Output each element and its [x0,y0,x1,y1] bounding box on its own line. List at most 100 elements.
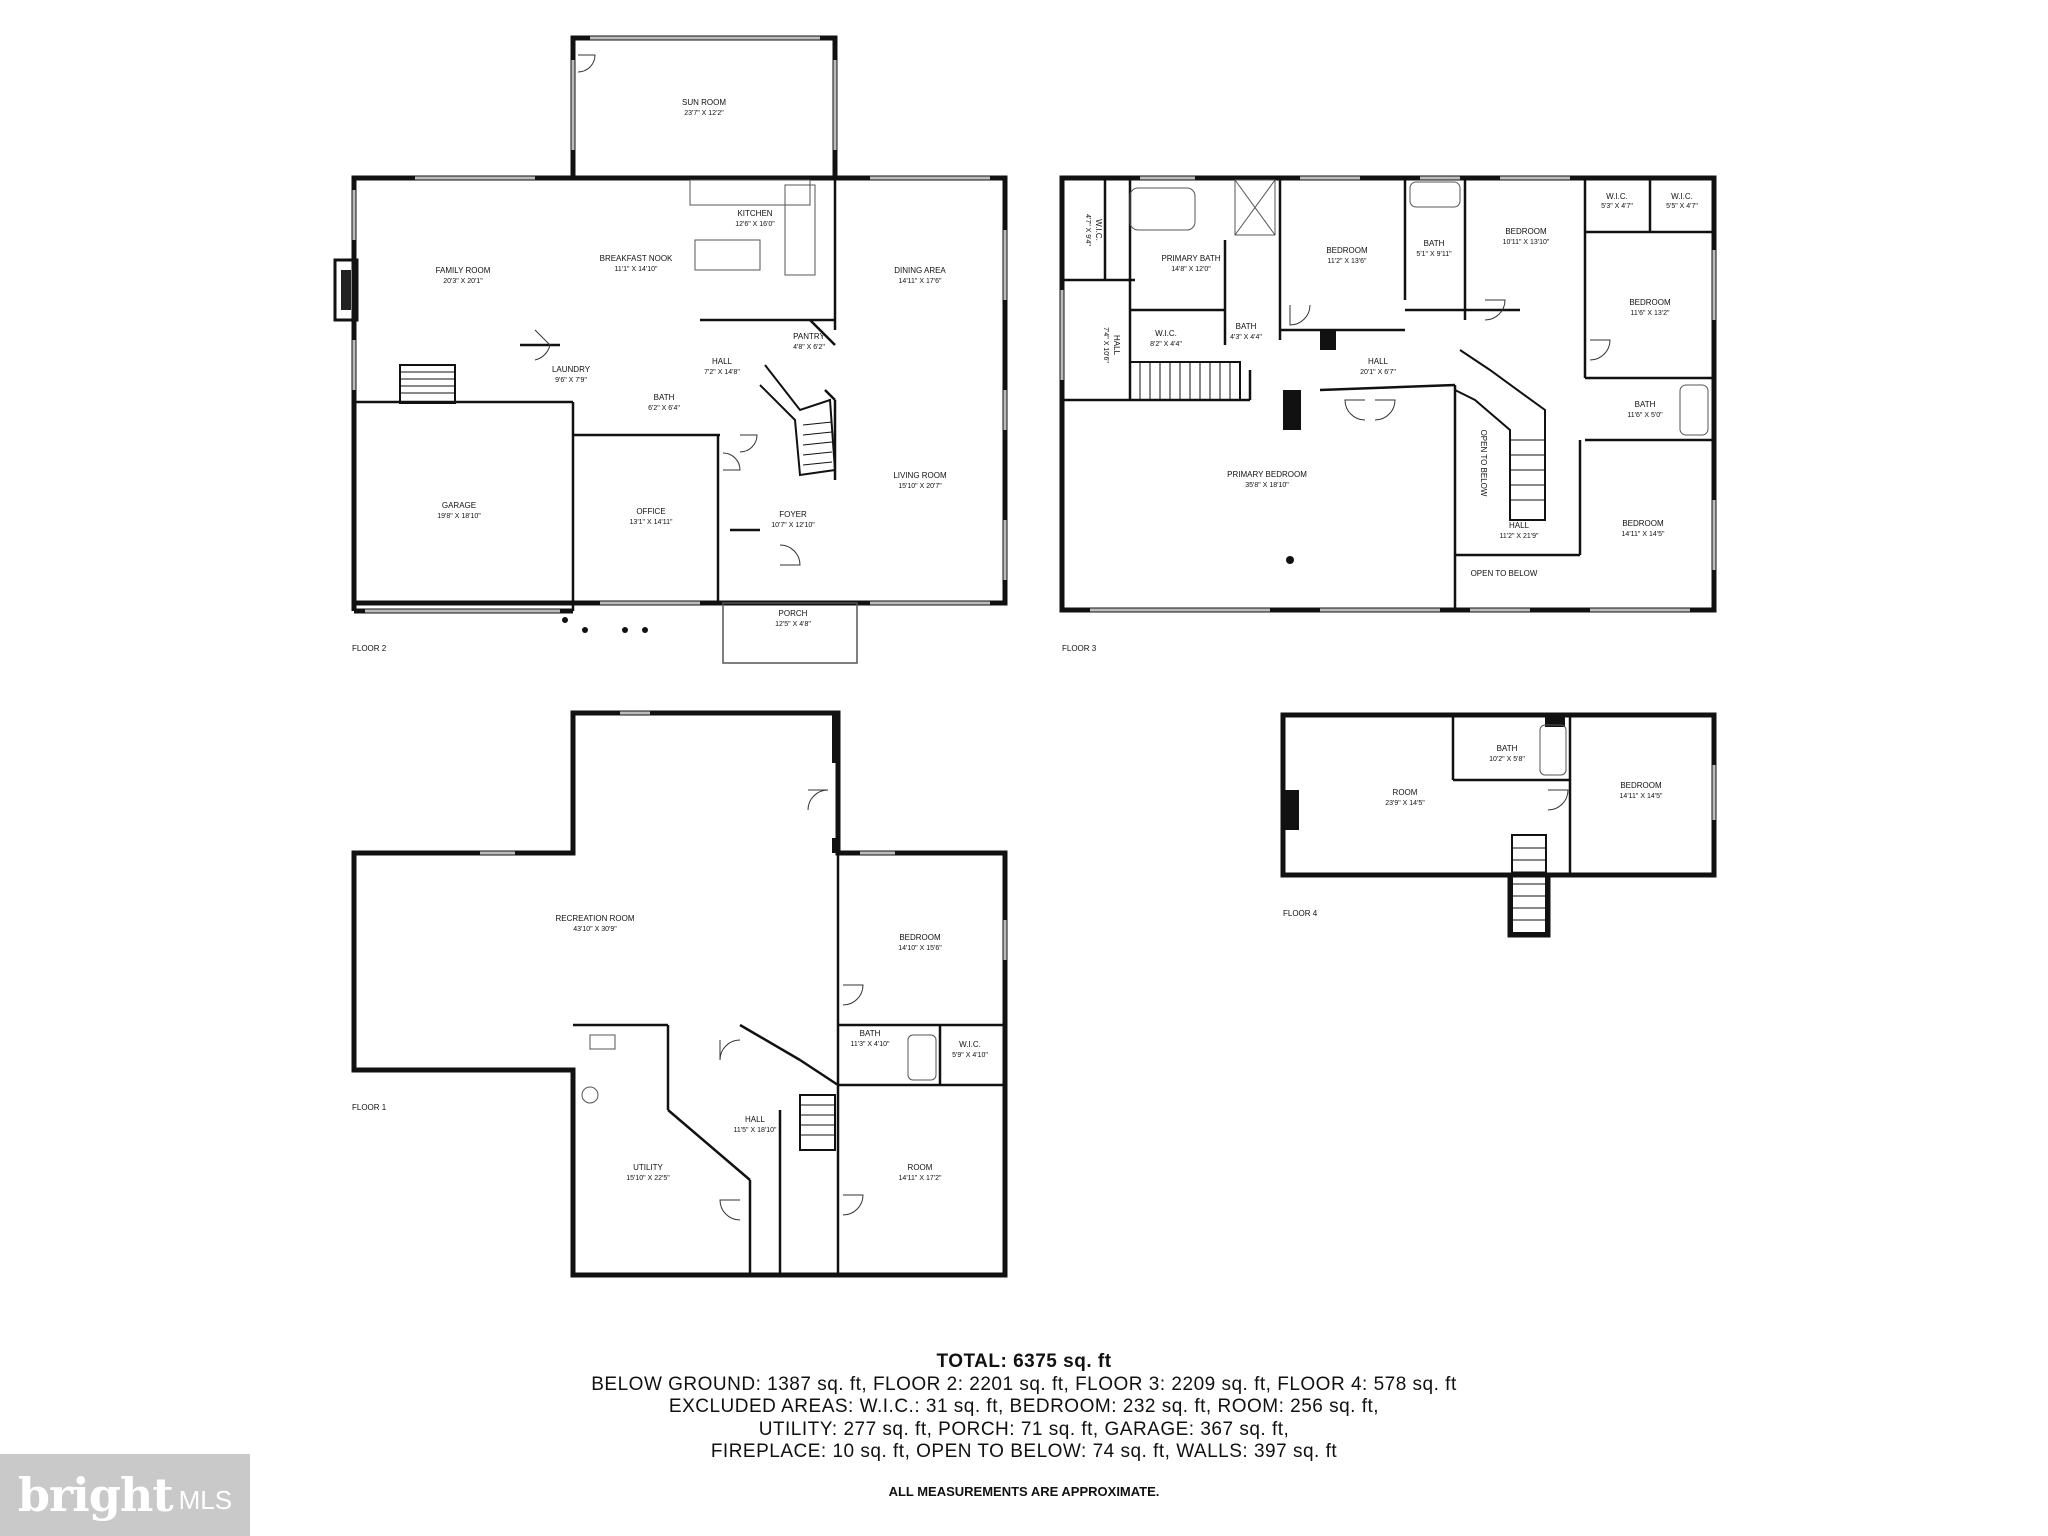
bright-mls-logo: bright MLS [0,1454,250,1536]
brand-suffix: MLS [178,1484,233,1515]
room-dim: 11'2" X 21'9" [1499,533,1539,540]
room-dim: 23'9" X 14'5" [1385,800,1425,807]
room-dim: 15'10" X 20'7" [898,483,942,490]
room-dim: 14'11" X 17'2" [899,1175,942,1182]
floor-2-plan [333,35,1008,664]
room-dim: 14'10" X 15'6" [898,945,942,952]
room-dim: 23'7" X 12'2" [684,110,724,117]
floor-4-plan [1280,712,1717,938]
stairs-floor1 [799,1094,836,1151]
room-name: UTILITY [633,1163,663,1172]
room-dim: 11'2" X 13'6" [1327,258,1367,265]
floor-1-labels: RECREATION ROOM 43'10" X 30'9" BEDROOM 1… [352,914,988,1182]
room-dim: 10'7" X 12'10" [771,522,815,529]
area-line: UTILITY: 277 sq. ft, PORCH: 71 sq. ft, G… [758,1418,1290,1440]
room-dim: 11'5" X 18'10" [734,1127,777,1134]
room-dim: 4'8" X 6'2" [793,344,825,351]
room-dim: 20'1" X 6'7" [1360,369,1396,376]
room-dim: 11'1" X 14'10" [615,266,658,273]
room-name: BEDROOM [1622,519,1664,528]
room-dim: 43'10" X 30'9" [573,926,617,933]
stairs-floor2-foyer [759,364,837,477]
room-dim: 11'3" X 4'10" [850,1041,890,1048]
room-dim: 12'6" X 16'0" [735,221,775,228]
floor-4-labels: BATH 10'2" X 5'8" ROOM 23'9" X 14'5" BED… [1283,744,1663,918]
room-name: PORCH [779,609,808,618]
room-name: LIVING ROOM [893,471,947,480]
room-dim: 11'6" X 13'2" [1630,310,1670,317]
room-name: BATH [860,1029,881,1038]
room-dim: 13'1" X 14'11" [630,519,673,526]
room-dim: 14'11" X 17'6" [899,278,942,285]
room-name: BATH [1424,239,1445,248]
room-dim: 5'3" X 4'7" [1601,203,1633,210]
room-dim: 10'11" X 13'10" [1503,239,1550,246]
room-name: RECREATION ROOM [556,914,635,923]
room-dim: 5'1" X 9'11" [1416,251,1452,258]
room-name: HALL [745,1115,766,1124]
floor-label: FLOOR 1 [352,1103,387,1112]
room-dim: 6'2" X 6'4" [648,405,680,412]
area-line: BELOW GROUND: 1387 sq. ft, FLOOR 2: 2201… [591,1373,1457,1395]
room-name: HALL [712,357,733,366]
room-dim: 9'6" X 7'9" [555,377,587,384]
room-dim: 35'8" X 18'10" [1245,482,1289,489]
floor-3-plan [1059,175,1717,613]
room-name: HALL [1509,521,1530,530]
room-name: FAMILY ROOM [436,266,491,275]
open-to-below-horizontal: OPEN TO BELOW [1471,569,1538,578]
area-line: EXCLUDED AREAS: W.I.C.: 31 sq. ft, BEDRO… [668,1396,1380,1417]
room-dim: 10'2" X 5'8" [1489,756,1525,763]
area-summary: TOTAL: 6375 sq. ft BELOW GROUND: 1387 sq… [0,1351,2048,1464]
stairs-floor3 [1129,349,1546,521]
room-name: LAUNDRY [552,365,591,374]
room-name: BEDROOM [899,933,941,942]
room-dim: 20'3" X 20'1" [443,278,483,285]
total-area: TOTAL: 6375 sq. ft [936,1351,1112,1372]
room-dim: 8'2" X 4'4" [1150,341,1182,348]
brand-word: bright [17,1468,174,1522]
room-name: W.I.C. [959,1040,981,1049]
stairs-floor4 [1511,834,1547,934]
stairs-floor2-family [399,364,456,404]
room-dim: 14'11" X 14'5" [1622,531,1665,538]
room-dim: 14'11" X 14'5" [1620,793,1663,800]
room-name: OFFICE [636,507,665,516]
room-dim: 14'8" X 12'0" [1171,266,1211,273]
room-dim: 11'6" X 5'0" [1627,412,1663,419]
room-name: BEDROOM [1326,246,1368,255]
room-name: BEDROOM [1629,298,1671,307]
room-name: BATH [654,393,675,402]
floor-1-plan [351,710,1008,1278]
room-name: BREAKFAST NOOK [600,254,673,263]
room-name: BATH [1497,744,1518,753]
floor-label: FLOOR 2 [352,644,387,653]
room-name: FOYER [779,510,807,519]
measurement-disclaimer: ALL MEASUREMENTS ARE APPROXIMATE. [888,1484,1160,1499]
room-name: HALL [1368,357,1389,366]
room-name: ROOM [908,1163,933,1172]
room-name: W.I.C. [1606,192,1628,201]
room-dim: 4'7" X 9'4" [1084,214,1091,246]
open-to-below-vertical: OPEN TO BELOW [1479,430,1488,497]
room-name: PANTRY [793,332,825,341]
area-line: FIREPLACE: 10 sq. ft, OPEN TO BELOW: 74 … [710,1441,1338,1462]
room-dim: 5'5" X 4'7" [1666,203,1698,210]
room-name: PRIMARY BATH [1161,254,1220,263]
floor-2-labels: SUN ROOM 23'7" X 12'2" FAMILY ROOM 20'3"… [352,98,947,653]
floor-label: FLOOR 3 [1062,644,1097,653]
room-dim: 7'2" X 14'8" [704,369,740,376]
room-name: BEDROOM [1620,781,1662,790]
room-name: W.I.C. [1094,219,1103,241]
floor-label: FLOOR 4 [1283,909,1318,918]
room-name: BATH [1236,322,1257,331]
room-dim: 15'10" X 22'5" [626,1175,670,1182]
room-name: SUN ROOM [682,98,726,107]
room-dim: 4'3" X 4'4" [1230,334,1262,341]
room-dim: 19'8" X 18'10" [437,513,481,520]
room-dim: 7'4" X 10'6" [1102,327,1109,363]
room-dim: 5'9" X 4'10" [952,1052,988,1059]
room-name: PRIMARY BEDROOM [1227,470,1307,479]
floor-3-labels: W.I.C. 4'7" X 9'4" HALL 7'4" X 10'6" PRI… [1062,192,1698,653]
